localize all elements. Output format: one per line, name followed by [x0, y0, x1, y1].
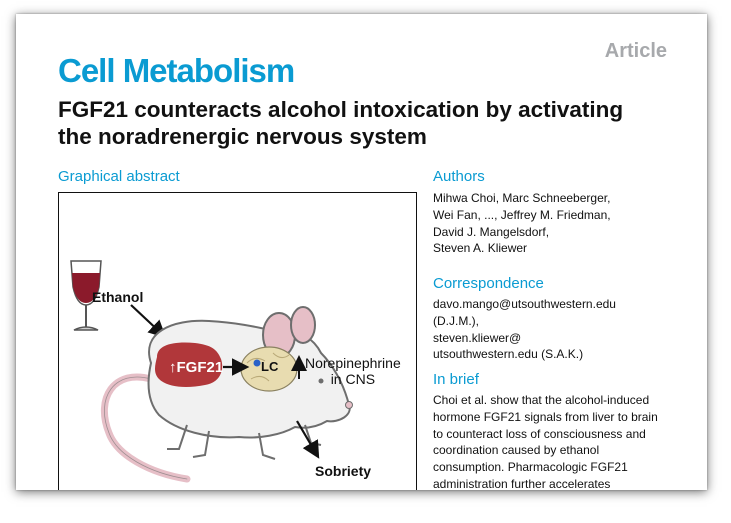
in-brief-line: coordination caused by ethanol — [433, 443, 600, 458]
norepinephrine-line-1: Norepinephrine — [305, 355, 401, 371]
correspondence-email-link[interactable]: steven.kliewer@ — [433, 330, 522, 345]
journal-name: Cell Metabolism — [58, 52, 295, 89]
ethanol-label: Ethanol — [92, 289, 144, 305]
title-line-1: FGF21 counteracts alcohol intoxication b… — [58, 97, 624, 122]
graphical-abstract-heading: Graphical abstract — [58, 168, 180, 185]
correspondence-line: (D.J.M.), — [433, 313, 479, 328]
correspondence-heading: Correspondence — [433, 275, 544, 292]
fgf21-label-text: FGF21 — [176, 359, 224, 376]
graphical-abstract-figure: Ethanol ↑FGF21 LC Norepinephrine in CNS … — [58, 192, 417, 490]
in-brief-text: Choi et al. show that the alcohol-induce… — [433, 392, 681, 490]
ethanol-arrow — [130, 304, 167, 339]
in-brief-heading: In brief — [433, 371, 479, 388]
in-brief-line: administration further accelerates — [433, 476, 611, 490]
authors-heading: Authors — [433, 168, 485, 185]
article-page: Article Cell Metabolism FGF21 counteract… — [16, 14, 707, 490]
lc-label: LC — [261, 359, 279, 374]
in-brief-line: to counteract loss of consciousness and — [433, 426, 646, 441]
authors-list: Mihwa Choi, Marc Schneeberger, Wei Fan, … — [433, 190, 693, 257]
authors-line: Wei Fan, ..., Jeffrey M. Friedman, — [433, 207, 611, 222]
title-line-2: the noradrenergic nervous system — [58, 124, 427, 149]
correspondence-line: utsouthwestern.edu (S.A.K.) — [433, 347, 584, 362]
wine-glass-icon — [70, 260, 102, 331]
article-title: FGF21 counteracts alcohol intoxication b… — [58, 96, 698, 150]
authors-line: David J. Mangelsdorf, — [433, 224, 550, 239]
liver-shape — [155, 342, 223, 387]
sobriety-label: Sobriety — [315, 463, 372, 479]
correspondence-email-link[interactable]: davo.mango@utsouthwestern.edu — [433, 297, 616, 311]
in-brief-line: hormone FGF21 signals from liver to brai… — [433, 409, 658, 424]
in-brief-line: Choi et al. show that the alcohol-induce… — [433, 393, 650, 407]
norepinephrine-line-2: in CNS — [330, 371, 376, 387]
norepinephrine-label: Norepinephrine in CNS — [305, 355, 401, 387]
article-type-label: Article — [604, 40, 667, 62]
correspondence-block: davo.mango@utsouthwestern.edu (D.J.M.), … — [433, 296, 693, 363]
fgf21-label: ↑FGF21 — [169, 359, 224, 376]
authors-line: Steven A. Kliewer — [433, 241, 528, 256]
authors-line: Mihwa Choi, Marc Schneeberger, — [433, 191, 611, 205]
in-brief-line: consumption. Pharmacologic FGF21 — [433, 460, 628, 475]
sobriety-arrow — [296, 420, 320, 459]
graphical-abstract-illustration — [70, 260, 353, 483]
